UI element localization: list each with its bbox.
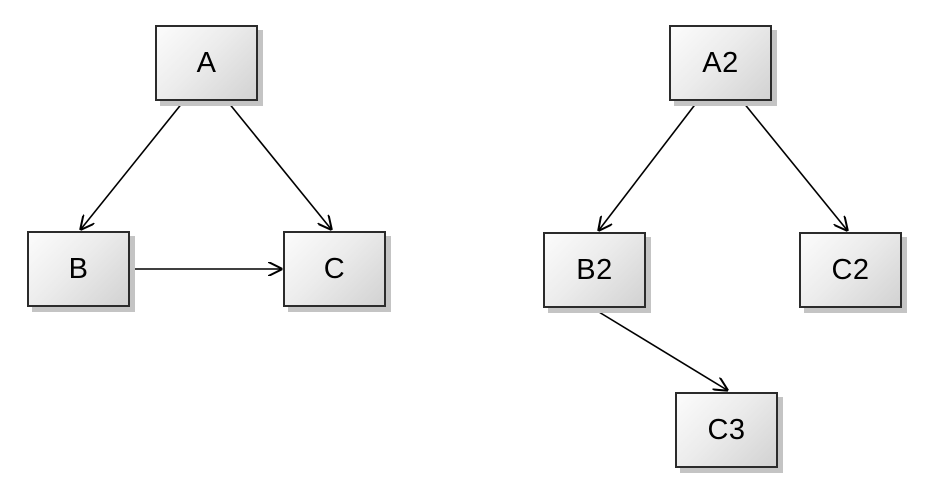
node-B2-label: B2: [576, 253, 613, 286]
edge-A2-B2[interactable]: [599, 101, 698, 230]
edge-A2-C2[interactable]: [742, 101, 847, 230]
node-C2-label: C2: [831, 253, 870, 286]
node-C2[interactable]: C2: [799, 232, 902, 308]
node-C3-label: C3: [707, 413, 746, 446]
edge-A-C[interactable]: [227, 101, 331, 229]
node-A2[interactable]: A2: [669, 25, 772, 101]
node-C-label: C: [323, 252, 346, 285]
node-A[interactable]: A: [155, 25, 258, 101]
node-B-label: B: [68, 252, 89, 285]
node-A2-label: A2: [702, 46, 739, 79]
node-A-label: A: [196, 46, 217, 79]
edge-A-B[interactable]: [81, 101, 184, 229]
node-B2[interactable]: B2: [543, 232, 646, 308]
node-C[interactable]: C: [283, 231, 386, 307]
edge-B2-C3[interactable]: [593, 308, 727, 390]
node-B[interactable]: B: [27, 231, 130, 307]
node-C3[interactable]: C3: [675, 392, 778, 468]
